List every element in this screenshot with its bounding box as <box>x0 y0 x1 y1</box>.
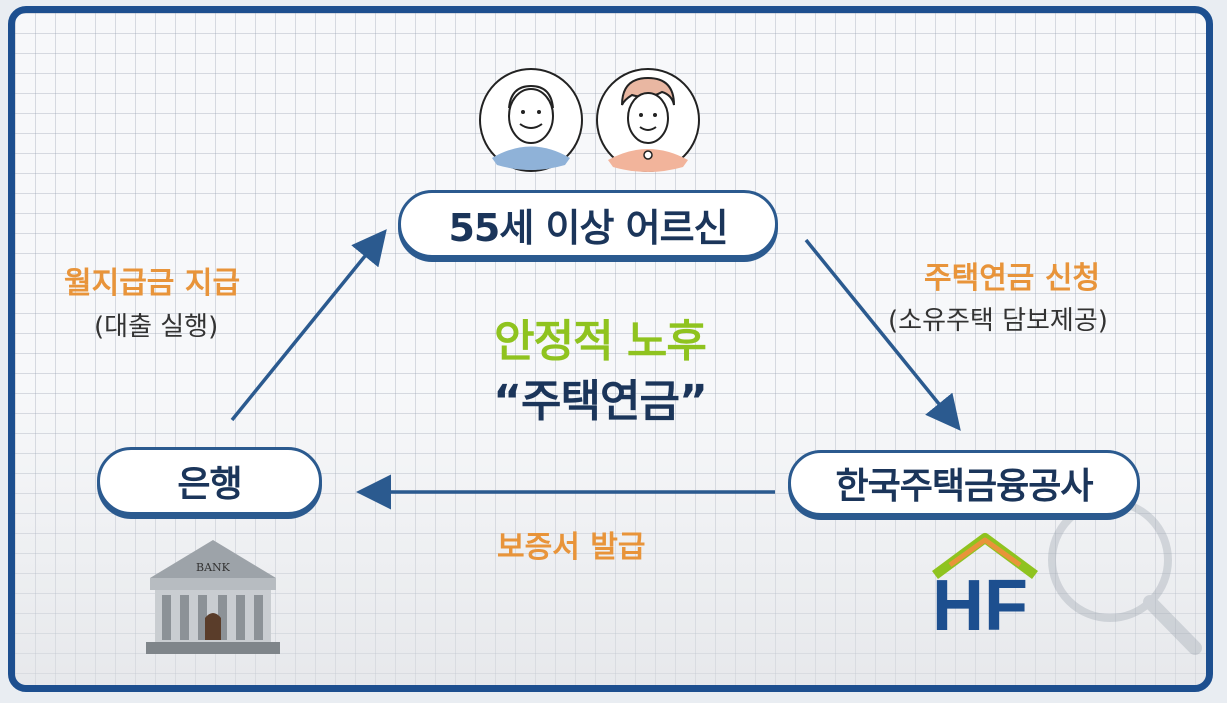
label-monthly-payment-sub: (대출 실행) <box>94 312 219 342</box>
magnifier-icon <box>1048 498 1202 655</box>
elderly-woman-icon <box>596 68 700 172</box>
svg-text:BANK: BANK <box>196 561 231 574</box>
hf-logo-icon: HF <box>932 533 1038 646</box>
elderly-man-icon <box>479 68 583 172</box>
svg-text:HF: HF <box>932 566 1028 646</box>
arrow-bank-to-elder <box>230 229 387 422</box>
label-monthly-payment: 월지급금 지급 <box>64 266 241 301</box>
node-hf: 한국주택금융공사 <box>788 450 1140 516</box>
bank-building-icon: BANK <box>146 540 280 654</box>
node-elder: 55세 이상 어르신 <box>398 190 778 258</box>
node-bank: 은행 <box>97 447 322 515</box>
label-apply: 주택연금 신청 <box>924 261 1101 296</box>
center-title-line2: “주택연금” <box>493 376 708 427</box>
center-title-line1: 안정적 노후 <box>494 316 707 367</box>
label-apply-sub: (소유주택 담보제공) <box>888 306 1108 336</box>
arrow-elder-to-hf <box>804 238 961 431</box>
label-guarantee: 보증서 발급 <box>497 530 646 565</box>
